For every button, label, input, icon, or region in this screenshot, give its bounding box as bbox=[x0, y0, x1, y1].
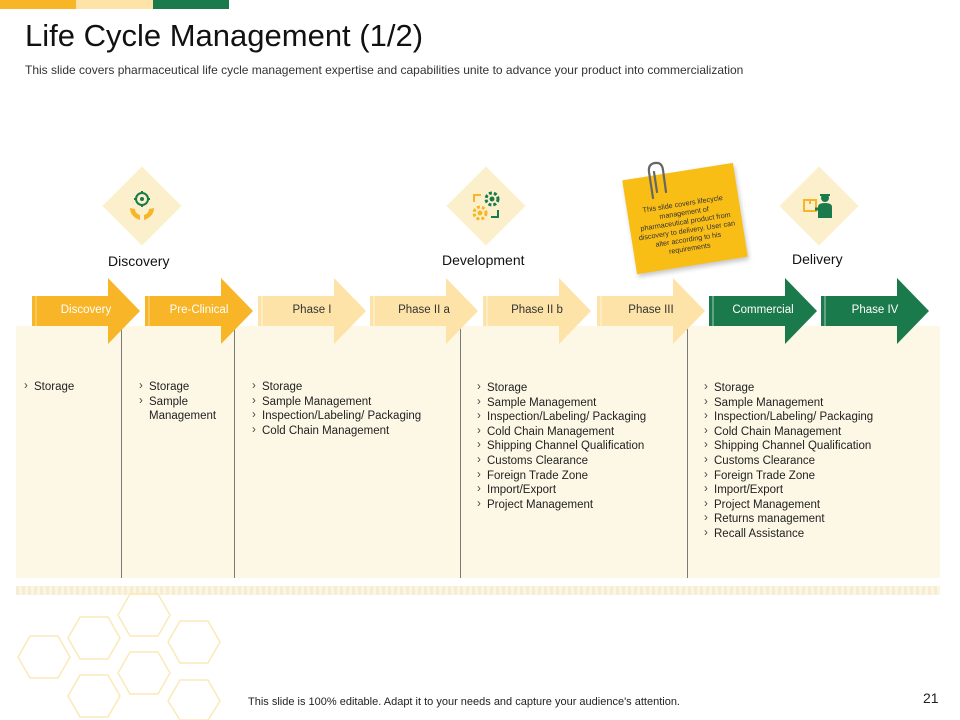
list-item: Inspection/Labeling/ Packaging bbox=[477, 409, 682, 425]
column-divider bbox=[121, 326, 122, 578]
discovery-stage-label: Discovery bbox=[108, 253, 170, 269]
gears-arrows-icon bbox=[472, 191, 500, 221]
phase-label: Phase II a bbox=[398, 304, 450, 316]
phase-arrow-pre-clinical: Pre-Clinical bbox=[145, 278, 253, 344]
list-item: Recall Assistance bbox=[704, 526, 929, 542]
list-item: Foreign Trade Zone bbox=[704, 468, 929, 484]
top-accent-bar-green bbox=[153, 0, 229, 9]
phase-label: Commercial bbox=[732, 304, 794, 316]
phase-arrow-phase-ii-a: Phase II a bbox=[370, 278, 478, 344]
list-item: Import/Export bbox=[704, 482, 929, 498]
sticky-note: This slide covers lifecycle management o… bbox=[622, 162, 748, 275]
list-item: Sample Management bbox=[252, 394, 457, 410]
list-item: Storage bbox=[24, 379, 116, 395]
discovery-stage-diamond bbox=[102, 166, 182, 246]
delivery-stage-diamond bbox=[779, 166, 859, 246]
phase-arrow-phase-iii: Phase III bbox=[597, 278, 705, 344]
development-stage-diamond bbox=[446, 166, 526, 246]
column-divider bbox=[687, 326, 688, 578]
phase-label: Phase I bbox=[292, 304, 332, 316]
phase-label: Phase III bbox=[628, 304, 674, 316]
decorative-hexagons bbox=[17, 593, 221, 720]
phase-label: Phase IV bbox=[851, 304, 899, 316]
list-item: Customs Clearance bbox=[477, 453, 682, 469]
page-subtitle: This slide covers pharmaceutical life cy… bbox=[25, 63, 744, 77]
list-item: Project Management bbox=[477, 497, 682, 513]
phase-arrow-phase-i: Phase I bbox=[258, 278, 366, 344]
column-list-discovery: Storage bbox=[24, 379, 116, 395]
column-list-phase-i: Storage Sample Management Inspection/Lab… bbox=[252, 379, 457, 439]
top-accent-bar-yellow bbox=[0, 0, 76, 9]
list-item: Inspection/Labeling/ Packaging bbox=[252, 408, 457, 424]
column-divider bbox=[234, 326, 235, 578]
delivery-worker-icon bbox=[803, 194, 832, 218]
column-divider bbox=[460, 326, 461, 578]
list-item: Import/Export bbox=[477, 482, 682, 498]
list-item: Shipping Channel Qualification bbox=[704, 438, 929, 454]
column-list-commercial: Storage Sample Management Inspection/Lab… bbox=[704, 380, 929, 542]
list-item: Shipping Channel Qualification bbox=[477, 438, 682, 454]
phase-arrow-phase-ii-b: Phase II b bbox=[483, 278, 591, 344]
delivery-stage-label: Delivery bbox=[792, 251, 843, 267]
column-list-pre-clinical: Storage Sample Management bbox=[139, 379, 231, 424]
page-title: Life Cycle Management (1/2) bbox=[25, 18, 424, 53]
list-item: Storage bbox=[477, 380, 682, 396]
phase-arrow-commercial: Commercial bbox=[709, 278, 817, 344]
development-stage-label: Development bbox=[442, 252, 525, 268]
page-number: 21 bbox=[923, 690, 939, 706]
paperclip-icon bbox=[647, 161, 668, 200]
list-item: Cold Chain Management bbox=[252, 423, 457, 439]
caring-hands-gear-icon bbox=[130, 191, 154, 220]
list-item: Storage bbox=[704, 380, 929, 396]
list-item: Cold Chain Management bbox=[704, 424, 929, 440]
list-item: Returns management bbox=[704, 511, 929, 527]
phase-label: Pre-Clinical bbox=[169, 304, 229, 316]
phase-arrow-phase-iv: Phase IV bbox=[821, 278, 929, 344]
phase-label: Phase II b bbox=[511, 304, 563, 316]
list-item: Cold Chain Management bbox=[477, 424, 682, 440]
footer-text: This slide is 100% editable. Adapt it to… bbox=[248, 696, 680, 708]
top-accent-bar-cream bbox=[76, 0, 153, 9]
list-item: Sample Management bbox=[477, 395, 682, 411]
list-item: Storage bbox=[252, 379, 457, 395]
list-item: Customs Clearance bbox=[704, 453, 929, 469]
column-list-phase-ii: Storage Sample Management Inspection/Lab… bbox=[477, 380, 682, 513]
phase-label: Discovery bbox=[60, 304, 112, 316]
panel-bottom-strip bbox=[16, 586, 940, 595]
list-item: Sample Management bbox=[139, 394, 221, 424]
phase-arrow-discovery: Discovery bbox=[32, 278, 140, 344]
list-item: Project Management bbox=[704, 497, 929, 513]
list-item: Foreign Trade Zone bbox=[477, 468, 682, 484]
list-item: Sample Management bbox=[704, 395, 929, 411]
list-item: Inspection/Labeling/ Packaging bbox=[704, 409, 929, 425]
list-item: Storage bbox=[139, 379, 231, 395]
